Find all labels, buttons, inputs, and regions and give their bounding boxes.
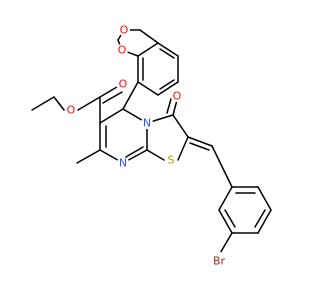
bond [137, 81, 159, 96]
bond [31, 96, 55, 111]
atom-label-nitrogen: N [119, 157, 127, 170]
bond [76, 149, 101, 164]
atom-label-oxygen: O [119, 78, 128, 91]
bond [224, 209, 236, 228]
bond [146, 149, 165, 161]
bond [102, 91, 123, 104]
bond [172, 114, 189, 138]
bond [218, 209, 233, 234]
bond [77, 96, 101, 111]
molecule-diagram: O O O O O N N S Br [31, 23, 272, 270]
bond [187, 136, 213, 147]
pyrimidine-ring [76, 81, 148, 164]
bond [166, 98, 172, 114]
thiazole-ring [146, 98, 233, 188]
bond [99, 108, 124, 124]
bond [218, 232, 233, 256]
bond [159, 48, 175, 59]
atom-label-nitrogen: N [143, 117, 151, 130]
bond [218, 186, 233, 211]
bond [177, 136, 189, 161]
atom-label-oxygen: O [67, 104, 76, 117]
bond [139, 29, 159, 44]
bond [125, 146, 144, 158]
bond [137, 42, 159, 57]
bond [257, 209, 272, 234]
bond [122, 81, 139, 110]
atom-label-oxygen: O [120, 24, 129, 37]
bond [211, 145, 233, 188]
bond [157, 42, 179, 57]
atom-label-oxygen: O [118, 44, 127, 57]
atom-label-bromine: Br [213, 255, 226, 268]
bond [157, 81, 179, 96]
bond [189, 142, 210, 151]
bromophenyl-ring [218, 186, 272, 256]
bond [257, 186, 272, 211]
bond [254, 209, 266, 228]
atom-labels: O O O O O N N S Br [65, 24, 228, 270]
bond [159, 79, 175, 90]
bond [53, 96, 65, 111]
atom-label-sulfur: S [168, 154, 175, 167]
atom-label-oxygen: O [173, 90, 182, 103]
bond [172, 99, 178, 116]
